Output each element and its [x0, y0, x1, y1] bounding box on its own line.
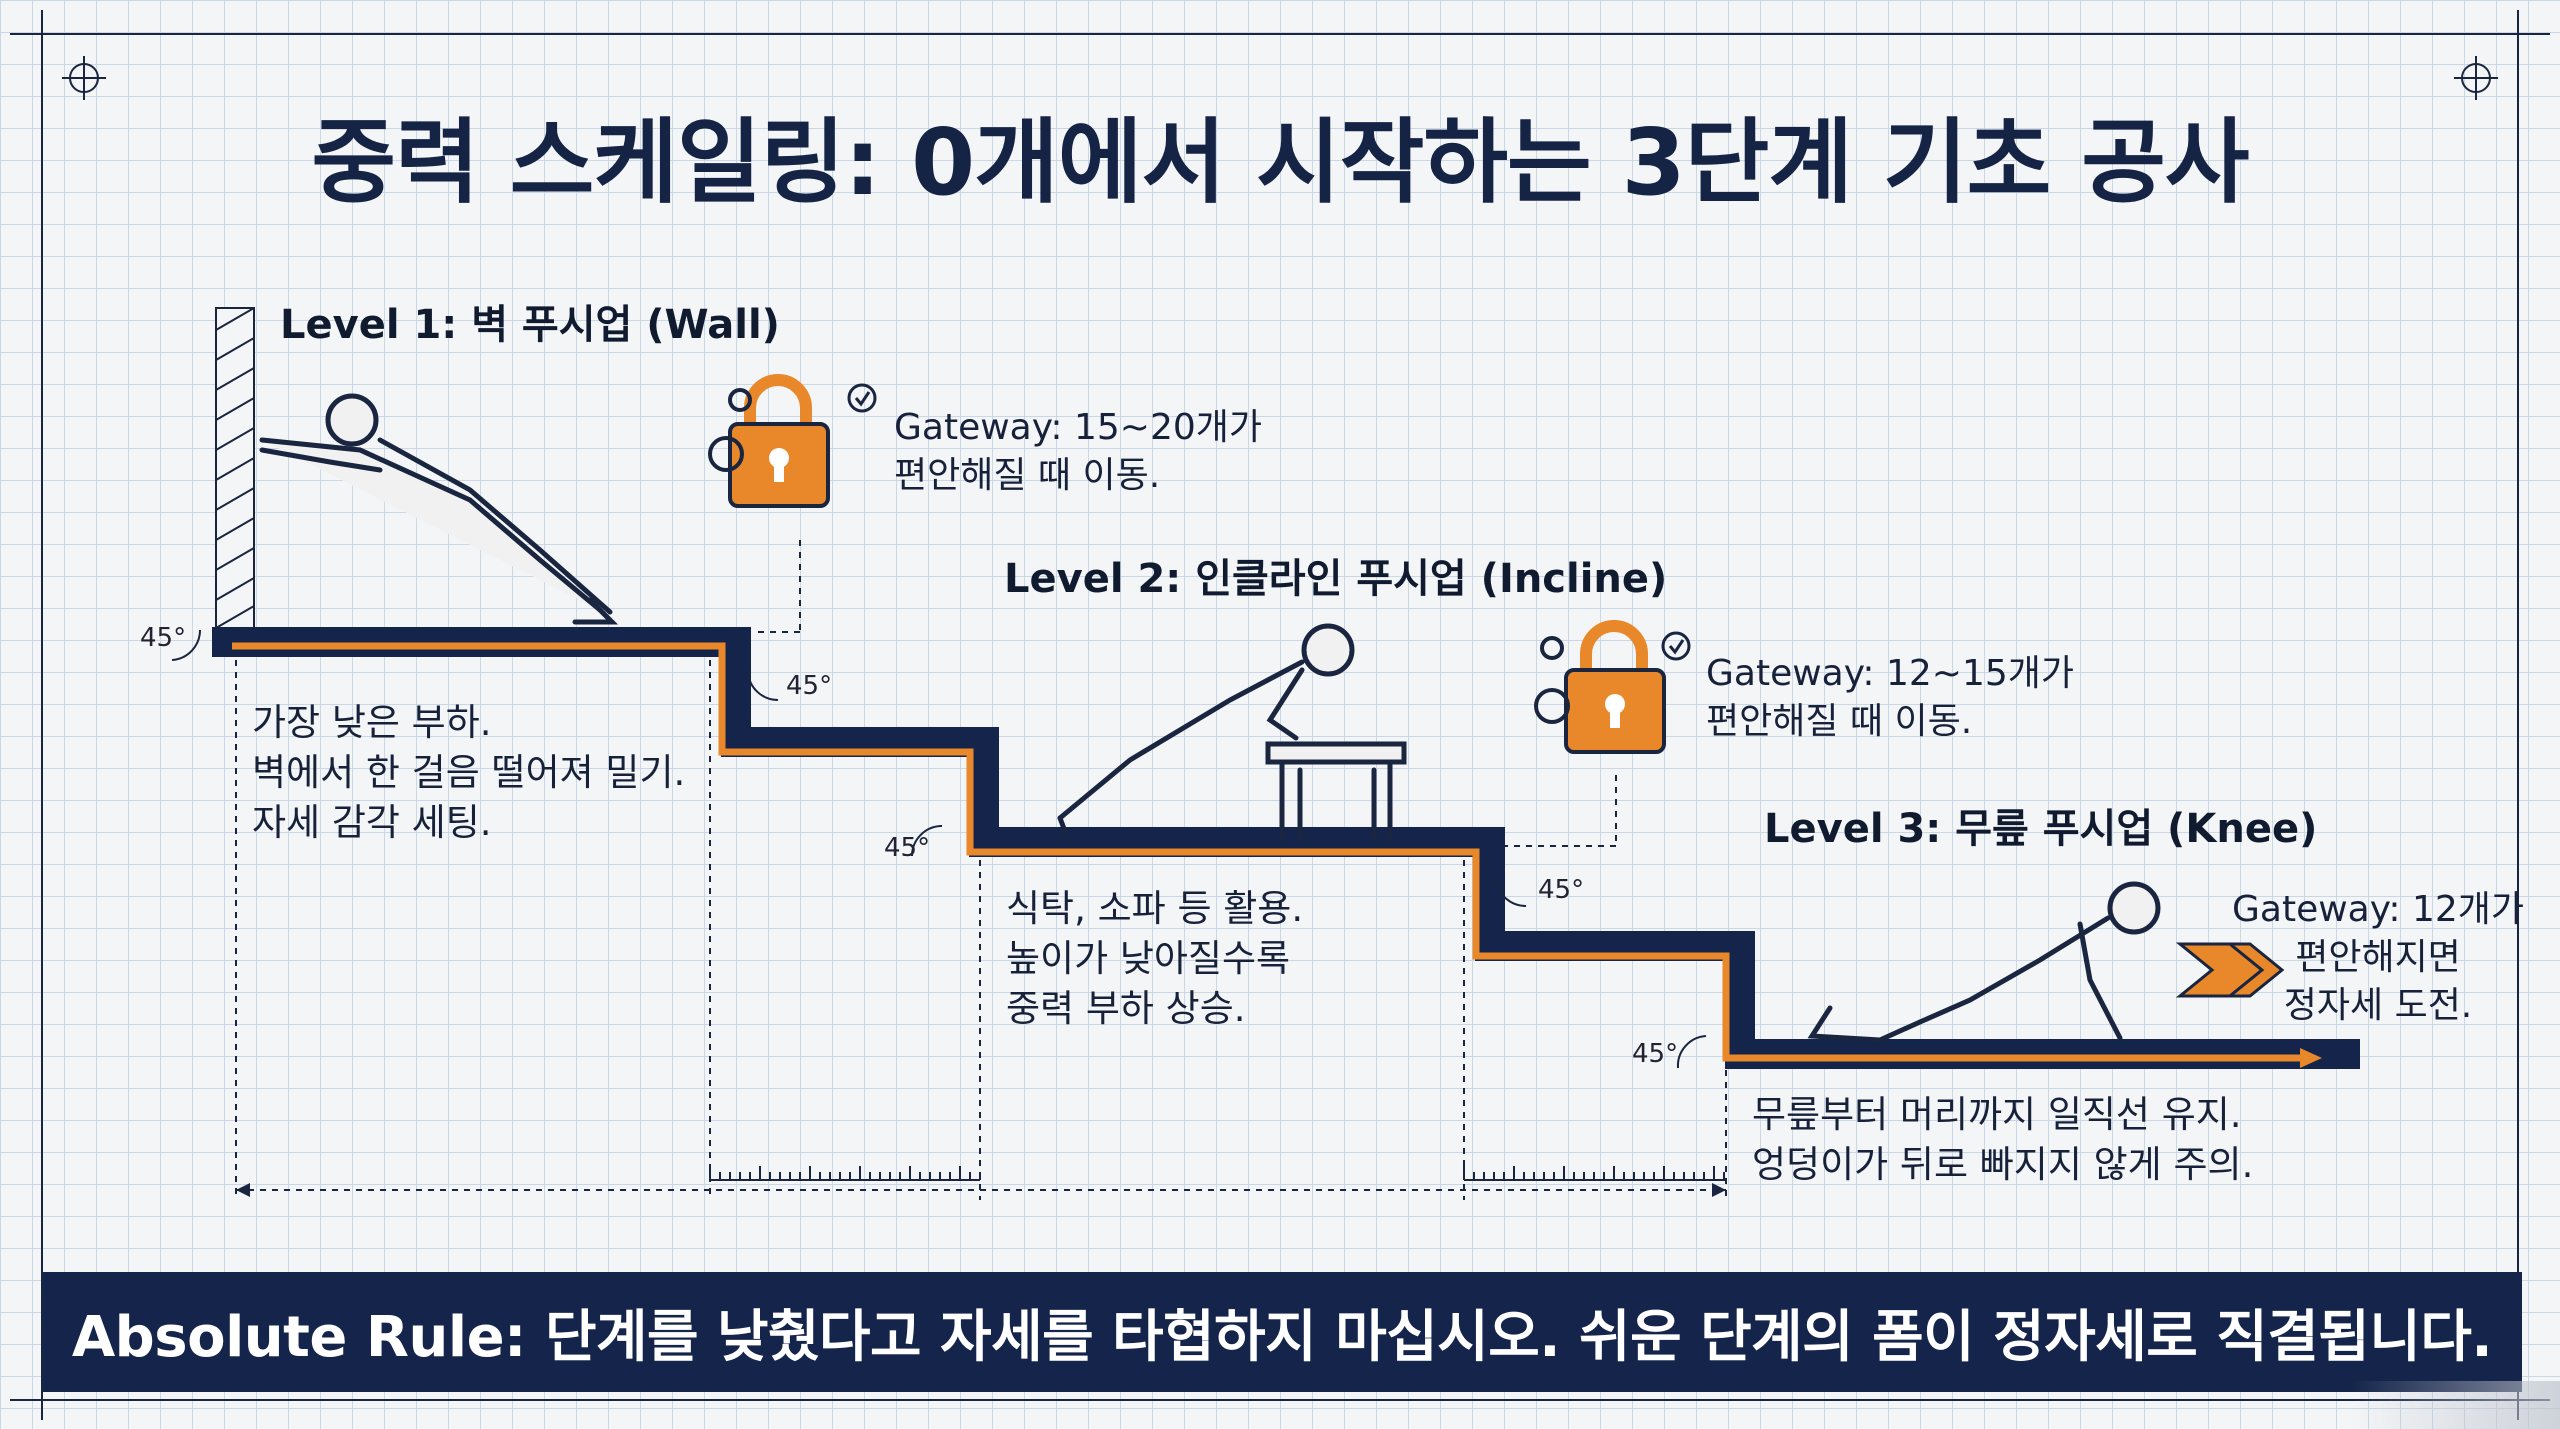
gateway-3-line-3: 정자세 도전.: [2283, 985, 2473, 1026]
angle-arcs: [171, 629, 1707, 1069]
level-1-title: Level 1: 벽 푸시업 (Wall): [280, 302, 780, 348]
level-2-note: 식탁, 소파 등 활용. 높이가 낮아질수록 중력 부하 상승.: [1006, 884, 1303, 1034]
angle-label-3: 45°: [884, 833, 930, 863]
dimension-lines: [235, 540, 1727, 1200]
level-3-note-line-2: 엉덩이가 뒤로 빠지지 않게 주의.: [1752, 1143, 2254, 1186]
figure-incline-pushup: [1057, 623, 1407, 841]
check-circle-icon: [847, 383, 877, 413]
bottom-corner-fade: [2350, 1381, 2560, 1429]
absolute-rule-banner: Absolute Rule: 단계를 낮췄다고 자세를 타협하지 마십시오. 쉬…: [42, 1272, 2522, 1392]
gateway-3-line-2: 편안해지면: [2295, 937, 2461, 978]
figure-wall-pushup: [259, 393, 619, 625]
level-2-title: Level 2: 인클라인 푸시업 (Incline): [1004, 556, 1668, 602]
wall: [215, 307, 255, 631]
gateway-1-line-2: 편안해질 때 이동.: [894, 455, 1161, 496]
chevron-arrow-icon: [2175, 942, 2285, 998]
crosshair-icon: [62, 56, 2498, 100]
angle-label-2: 45°: [786, 671, 832, 701]
padlock-icon: [728, 374, 830, 508]
absolute-rule-text: Absolute Rule: 단계를 낮췄다고 자세를 타협하지 마십시오. 쉬…: [71, 1304, 2493, 1370]
gateway-1: Gateway: 15~20개가 편안해질 때 이동.: [894, 404, 1262, 500]
angle-label-1: 45°: [140, 623, 186, 653]
gateway-2: Gateway: 12~15개가 편안해질 때 이동.: [1706, 650, 2074, 746]
gear-icon: [1534, 636, 1570, 724]
level-1-note-line-2: 벽에서 한 걸음 떨어져 밀기.: [252, 751, 686, 794]
level-2-note-line-1: 식탁, 소파 등 활용.: [1006, 887, 1304, 930]
figure-knee-pushup: [1807, 881, 2161, 1043]
angle-label-5: 45°: [1632, 1039, 1678, 1069]
angle-labels: 45° 45° 45° 45° 45°: [140, 623, 1678, 1069]
arrow-head: [2300, 1048, 2322, 1068]
gateway-3: Gateway: 12개가 편안해지면 정자세 도전.: [2232, 886, 2524, 1030]
level-3-title: Level 3: 무릎 푸시업 (Knee): [1764, 806, 2318, 852]
check-circle-icon: [1661, 631, 1691, 661]
gateway-2-line-1: Gateway: 12~15개가: [1706, 653, 2075, 694]
level-3-note: 무릎부터 머리까지 일직선 유지. 엉덩이가 뒤로 빠지지 않게 주의.: [1752, 1090, 2253, 1190]
level-2-note-line-2: 높이가 낮아질수록: [1006, 937, 1291, 980]
padlock-icon: [1564, 620, 1666, 754]
staircase: [212, 627, 2360, 1069]
load-path: [232, 642, 2300, 1062]
gateway-2-line-2: 편안해질 때 이동.: [1706, 701, 1973, 742]
page-title: 중력 스케일링: 0개에서 시작하는 3단계 기초 공사: [311, 109, 2249, 216]
level-2-note-line-3: 중력 부하 상승.: [1006, 987, 1246, 1030]
ruler-ticks: [709, 1166, 1726, 1181]
gear-icon: [708, 388, 752, 472]
level-3-note-line-1: 무릎부터 머리까지 일직선 유지.: [1752, 1093, 2242, 1136]
angle-label-4: 45°: [1538, 875, 1584, 905]
level-1-note: 가장 낮은 부하. 벽에서 한 걸음 떨어져 밀기. 자세 감각 세팅.: [252, 698, 685, 848]
frame-lines: [10, 10, 2550, 1420]
level-1-note-line-1: 가장 낮은 부하.: [252, 701, 492, 744]
level-1-note-line-3: 자세 감각 세팅.: [252, 801, 492, 844]
gateway-1-line-1: Gateway: 15~20개가: [894, 407, 1263, 448]
gateway-3-line-1: Gateway: 12개가: [2232, 889, 2525, 930]
